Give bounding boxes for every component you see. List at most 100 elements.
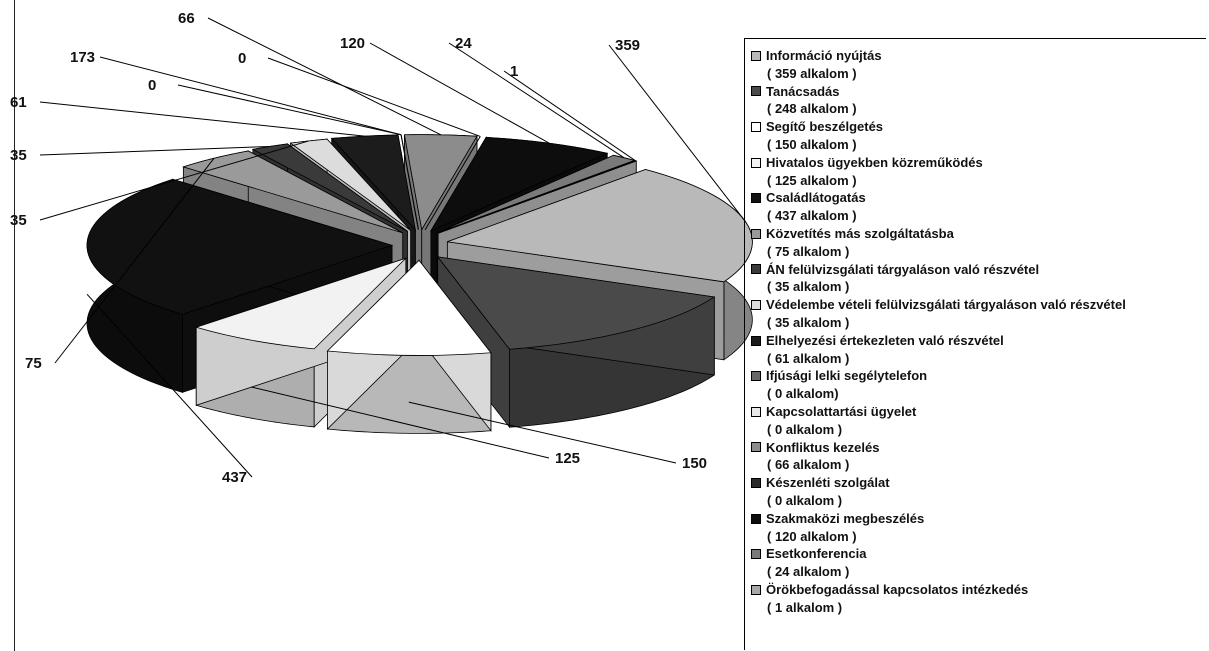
legend-item: Készenléti szolgálat( 0 alkalom ): [751, 474, 1206, 510]
legend-count: ( 0 alkalom ): [767, 421, 843, 437]
data-label: 35: [10, 147, 27, 164]
legend-swatch: [751, 513, 761, 524]
legend: Információ nyújtás ( 359 alkalom ) Tanácsa…: [744, 38, 1206, 650]
legend-count: ( 66 alkalom ): [767, 457, 850, 473]
data-label: 120: [340, 35, 365, 52]
pie-slice-top: [194, 257, 407, 350]
legend-count: ( 75 alkalom ): [767, 243, 850, 259]
legend-label: ÁN felülvizsgálati tárgyaláson való rész…: [766, 261, 1040, 277]
data-label: 1: [510, 63, 518, 80]
legend-item: Esetkonferencia ( 24 alkalom ): [751, 545, 1206, 581]
legend-count: ( 359 alkalom ): [767, 65, 857, 81]
data-label: 150: [682, 455, 707, 472]
legend-item: Szakmaközi megbeszélés ( 120 alkalom ): [751, 510, 1206, 546]
legend-count: ( 125 alkalom ): [767, 172, 857, 188]
legend-count: ( 35 alkalom ): [767, 279, 850, 295]
pie-slice-top: [251, 143, 408, 232]
data-label: 173: [70, 49, 95, 66]
data-label: 0: [148, 77, 156, 94]
legend-count: ( 1 alkalom ): [767, 599, 843, 615]
data-label-leader: [251, 386, 550, 459]
data-label: 66: [178, 10, 195, 27]
legend-item: Ifjúsági lelki segélytelefon( 0 alkalom): [751, 367, 1206, 403]
data-label-leader: [54, 157, 215, 364]
legend-item: Elhelyezési értekezleten való részvétel (…: [751, 332, 1206, 368]
data-label: 0: [238, 50, 246, 67]
data-label-leader: [503, 70, 637, 162]
legend-swatch: [751, 300, 761, 311]
legend-swatch: [751, 478, 761, 489]
data-label: 125: [555, 450, 580, 467]
legend-swatch: [751, 584, 761, 595]
legend-label: Konfliktus kezelés: [766, 439, 880, 455]
legend-label: Esetkonferencia: [766, 546, 867, 562]
data-label-leader: [267, 57, 481, 137]
legend-swatch: [751, 335, 761, 346]
pie-slice-zero: [400, 134, 419, 230]
pie-slice-top: [326, 259, 492, 356]
legend-count: ( 248 alkalom ): [767, 101, 857, 117]
legend-label: Szakmaközi megbeszélés: [766, 510, 925, 526]
legend-item: Tanácsadás ( 248 alkalom ): [751, 83, 1206, 119]
data-label-leader: [99, 56, 402, 136]
legend-swatch: [751, 86, 761, 97]
legend-swatch: [751, 193, 761, 204]
legend-label: Kapcsolattartási ügyelet: [766, 403, 917, 419]
data-label-leader: [608, 44, 746, 222]
data-label: 75: [25, 355, 42, 372]
legend-item: Információ nyújtás ( 359 alkalom ): [751, 47, 1206, 83]
legend-item: ÁN felülvizsgálati tárgyaláson való rész…: [751, 261, 1206, 297]
legend-count: ( 61 alkalom ): [767, 350, 850, 366]
legend-swatch: [751, 157, 761, 168]
legend-swatch: [751, 406, 761, 417]
data-label: 24: [455, 35, 472, 52]
legend-count: ( 35 alkalom ): [767, 314, 850, 330]
legend-swatch: [751, 228, 761, 239]
legend-label: Elhelyezési értekezleten való részvétel: [766, 332, 1004, 348]
pie-slice-zero: [424, 136, 481, 231]
data-label-leader: [448, 42, 625, 159]
pie-slice-top: [86, 178, 394, 315]
legend-item: Közvetítés más szolgáltatásba ( 75 alkalo…: [751, 225, 1206, 261]
data-label-leader: [86, 293, 253, 478]
legend-swatch: [751, 442, 761, 453]
data-label: 437: [222, 469, 247, 486]
pie-slice-top: [447, 169, 753, 283]
legend-swatch: [751, 122, 761, 133]
legend-label: Örökbefogadással kapcsolatos intézkedés: [766, 581, 1029, 597]
data-label-leader: [369, 42, 550, 144]
left-border-line: [14, 0, 15, 651]
data-label-leader: [177, 84, 402, 136]
legend-label: Segítő beszélgetés: [766, 119, 884, 135]
legend-item: Családlátogatás( 437 alkalom ): [751, 189, 1206, 225]
legend-count: ( 120 alkalom ): [767, 528, 857, 544]
legend-item: Segítő beszélgetés( 150 alkalom ): [751, 118, 1206, 154]
legend-swatch: [751, 50, 761, 61]
legend-item: Kapcsolattartási ügyelet ( 0 alkalom ): [751, 403, 1206, 439]
legend-item: Konfliktus kezelés ( 66 alkalom ): [751, 439, 1206, 475]
pie-slice-top: [330, 134, 416, 232]
legend-label: Hivatalos ügyekben közreműködés: [766, 154, 983, 170]
data-label: 359: [615, 37, 640, 54]
legend-swatch: [751, 264, 761, 275]
legend-count: ( 437 alkalom ): [767, 208, 857, 224]
data-label-leader: [39, 140, 309, 221]
data-label-leader: [408, 401, 677, 464]
data-label: 35: [10, 212, 27, 229]
data-label: 61: [10, 94, 27, 111]
pie-slice-top: [436, 256, 716, 350]
data-label-leader: [39, 101, 365, 137]
legend-count: ( 0 alkalom): [767, 386, 839, 402]
legend-count: ( 0 alkalom ): [767, 492, 843, 508]
legend-item: Hivatalos ügyekben közreműködés ( 125 alk…: [751, 154, 1206, 190]
data-label-leader: [207, 17, 442, 136]
legend-item: Örökbefogadással kapcsolatos intézkedés (…: [751, 581, 1206, 617]
legend-swatch: [751, 549, 761, 560]
pie-slice: [326, 259, 492, 434]
legend-label: Közvetítés más szolgáltatásba: [766, 225, 954, 241]
legend-count: ( 24 alkalom ): [767, 564, 850, 580]
legend-label: Információ nyújtás: [766, 48, 882, 63]
data-label-leader: [39, 145, 270, 156]
legend-label: Tanácsadás: [766, 83, 840, 99]
